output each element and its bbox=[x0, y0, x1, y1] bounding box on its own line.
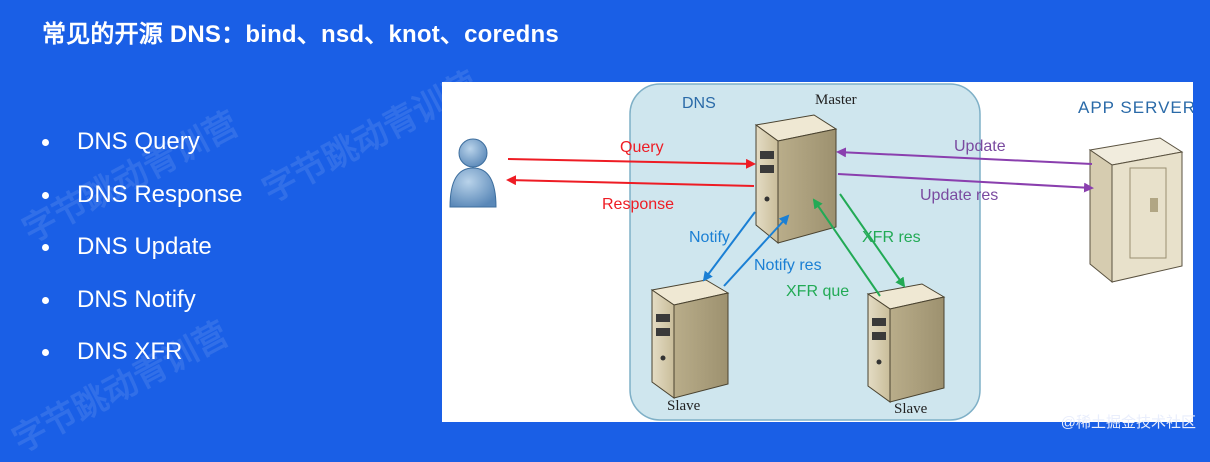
bullet-item: DNS Query bbox=[40, 118, 242, 171]
master-server-icon bbox=[754, 114, 838, 245]
credit-watermark: @稀土掘金技术社区 bbox=[1060, 414, 1196, 431]
slave-right-label: Slave bbox=[894, 401, 928, 417]
slave-left-server-icon bbox=[650, 279, 730, 399]
notify-res-arrow bbox=[723, 214, 790, 287]
update-arrow bbox=[836, 147, 1093, 165]
xfr-que-arrow bbox=[812, 198, 881, 297]
bullet-dot-icon bbox=[42, 191, 49, 199]
bullet-dot-icon bbox=[42, 349, 49, 356]
xfr-res-arrow bbox=[839, 193, 906, 288]
bullet-item: DNS Update bbox=[40, 223, 242, 276]
update-res-arrow bbox=[837, 173, 1094, 193]
user-icon bbox=[449, 138, 497, 208]
dns-diagram: DNS Master Slave bbox=[442, 82, 1193, 422]
bullet-dot-icon bbox=[42, 139, 49, 146]
slave-right-server-icon bbox=[866, 283, 946, 403]
response-label: Response bbox=[602, 196, 674, 213]
bullet-text: DNS Response bbox=[77, 180, 243, 208]
bullet-text: DNS Notify bbox=[77, 285, 196, 313]
notify-res-label: Notify res bbox=[754, 257, 822, 274]
query-label: Query bbox=[620, 139, 664, 156]
bullet-dot-icon bbox=[42, 296, 49, 304]
query-arrow bbox=[507, 158, 756, 169]
master-label: Master bbox=[815, 92, 857, 108]
bullet-dot-icon bbox=[42, 244, 49, 251]
bullet-list: DNS Query DNS Response DNS Update DNS No… bbox=[40, 118, 242, 381]
xfr-que-label: XFR que bbox=[786, 283, 849, 300]
dns-zone-label: DNS bbox=[682, 95, 716, 112]
bullet-text: DNS XFR bbox=[77, 338, 183, 365]
slide-title: 常见的开源 DNS：bind、nsd、knot、coredns bbox=[42, 21, 559, 48]
slave-left-label: Slave bbox=[667, 398, 701, 414]
bullet-text: DNS Update bbox=[77, 233, 212, 260]
bullet-text: DNS Query bbox=[77, 128, 200, 155]
app-server-label: APP SERVER bbox=[1078, 98, 1193, 117]
bullet-item: DNS Notify bbox=[40, 276, 242, 329]
app-server-icon bbox=[1088, 137, 1184, 284]
update-label: Update bbox=[954, 138, 1006, 155]
notify-label: Notify bbox=[689, 229, 730, 246]
bullet-item: DNS XFR bbox=[40, 328, 242, 381]
xfr-res-label: XFR res bbox=[862, 229, 921, 246]
update-res-label: Update res bbox=[920, 187, 998, 204]
notify-arrow bbox=[702, 211, 756, 282]
response-arrow bbox=[506, 175, 755, 187]
bullet-item: DNS Response bbox=[40, 171, 242, 224]
